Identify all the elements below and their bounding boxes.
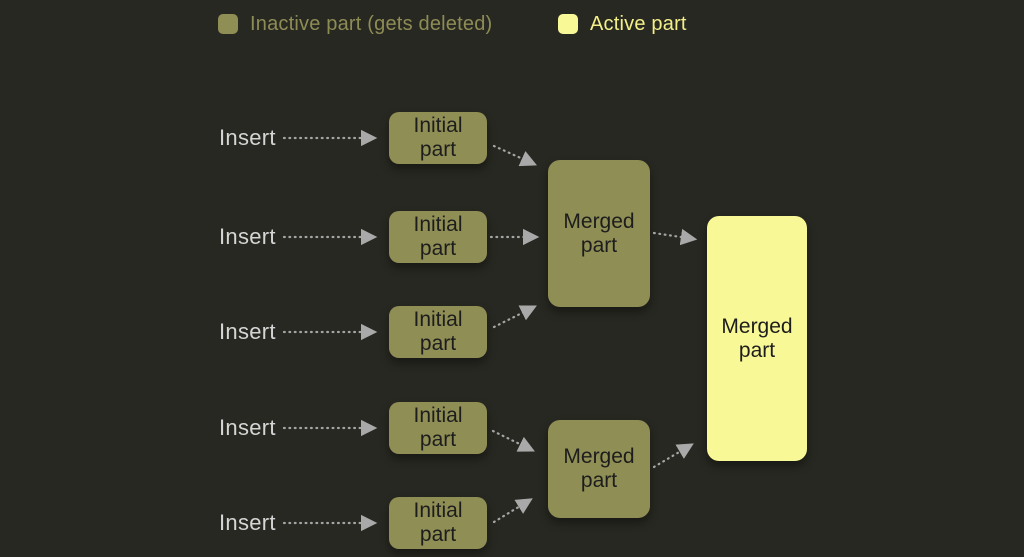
arrow-initial5-to-merged2 bbox=[492, 498, 533, 524]
merged-part-box-lower: Merged part bbox=[548, 420, 650, 518]
insert-label-4: Insert bbox=[219, 415, 276, 440]
arrow-initial3-to-merged1 bbox=[492, 305, 537, 329]
initial-part-label: Initial part bbox=[413, 213, 463, 260]
arrow-merged1-to-active bbox=[652, 228, 698, 246]
initial-part-box-5: Initial part bbox=[389, 497, 487, 549]
legend-label-active: Active part bbox=[590, 12, 687, 35]
inactive-part-swatch-icon bbox=[218, 14, 238, 34]
initial-part-box-4: Initial part bbox=[389, 402, 487, 454]
merged-part-label: Merged part bbox=[563, 445, 635, 492]
merged-part-box-upper: Merged part bbox=[548, 160, 650, 307]
legend-item-inactive: Inactive part (gets deleted) bbox=[218, 10, 492, 38]
initial-part-label: Initial part bbox=[413, 114, 463, 161]
insert-label-5: Insert bbox=[219, 510, 276, 535]
merged-part-label: Merged part bbox=[563, 209, 635, 257]
initial-part-box-1: Initial part bbox=[389, 112, 487, 164]
arrow-initial4-to-merged2 bbox=[491, 429, 535, 452]
initial-part-box-3: Initial part bbox=[389, 306, 487, 358]
initial-part-box-2: Initial part bbox=[389, 211, 487, 263]
merged-part-label: Merged part bbox=[721, 314, 793, 362]
legend-item-active: Active part bbox=[558, 10, 687, 38]
legend-label-inactive: Inactive part (gets deleted) bbox=[250, 12, 493, 35]
merged-part-box-active: Merged part bbox=[707, 216, 807, 461]
insert-label-3: Insert bbox=[219, 319, 276, 344]
arrow-merged2-to-active bbox=[652, 443, 694, 469]
arrow-initial1-to-merged1 bbox=[492, 144, 538, 167]
active-part-swatch-icon bbox=[558, 14, 578, 34]
insert-label-1: Insert bbox=[219, 125, 276, 150]
initial-part-label: Initial part bbox=[413, 308, 463, 355]
initial-part-label: Initial part bbox=[413, 499, 463, 546]
initial-part-label: Initial part bbox=[413, 404, 463, 451]
insert-label-2: Insert bbox=[219, 224, 276, 249]
